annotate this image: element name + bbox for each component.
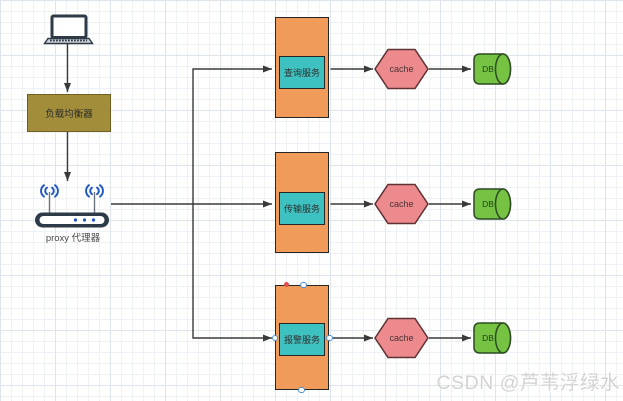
connection-handle-top[interactable]	[300, 281, 307, 289]
service-node-query[interactable]: 查询服务	[279, 56, 325, 89]
db-cylinder-1[interactable]	[473, 53, 512, 85]
proxy-label: proxy 代理器	[45, 233, 101, 244]
db-label-2: DB	[482, 199, 494, 209]
fixed-connection-point[interactable]	[284, 281, 289, 287]
service-label: 传输服务	[283, 204, 320, 214]
wireless-router-icon[interactable]	[35, 184, 109, 228]
cache-hexagon-1[interactable]	[374, 48, 429, 90]
cache-hexagon-3[interactable]	[374, 317, 429, 359]
db-cylinder-3[interactable]	[473, 322, 512, 354]
db-cylinder-2[interactable]	[473, 188, 512, 220]
service-label: 查询服务	[283, 68, 320, 78]
cache-hexagon-2[interactable]	[374, 183, 429, 225]
connection-handle-left[interactable]	[271, 334, 279, 342]
service-label: 报警服务	[283, 335, 320, 345]
db-label-1: DB	[482, 64, 494, 74]
service-node-alarm[interactable]: 报警服务	[279, 323, 325, 356]
wifi-waves-icon	[40, 184, 104, 198]
load-balancer-node[interactable]: 负载均衡器	[27, 94, 111, 132]
watermark: CSDN @芦苇浮绿水	[436, 372, 620, 394]
service-node-transfer[interactable]: 传输服务	[279, 192, 325, 225]
cache-label-3: cache	[389, 333, 414, 343]
cache-label-2: cache	[389, 199, 414, 209]
connection-handle-bottom[interactable]	[298, 386, 305, 393]
load-balancer-label: 负载均衡器	[45, 109, 93, 120]
edge-proxy-to-service-1[interactable]	[192, 65, 272, 204]
cache-label-1: cache	[389, 64, 414, 74]
connection-handle-right[interactable]	[326, 334, 333, 342]
laptop-icon[interactable]	[43, 14, 94, 45]
edge-proxy-to-service-3[interactable]	[192, 204, 272, 342]
db-label-3: DB	[482, 333, 494, 343]
